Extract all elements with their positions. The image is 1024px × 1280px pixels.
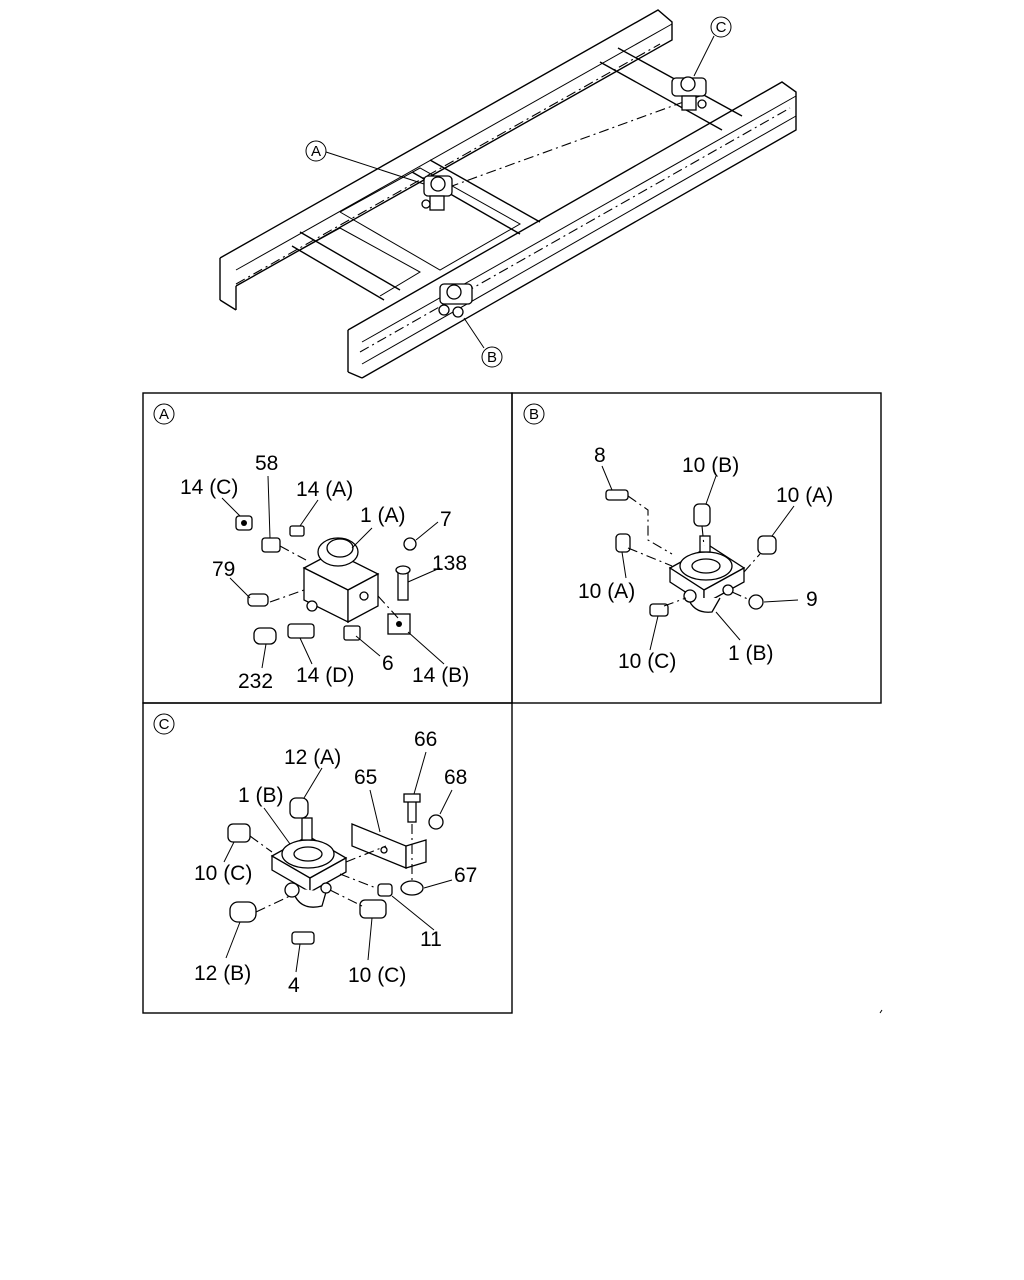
panel-c-header: C xyxy=(159,716,170,733)
panel-b-header: B xyxy=(529,406,539,423)
fittings-c xyxy=(227,793,444,945)
bracket-65 xyxy=(351,823,427,869)
label-6: 6 xyxy=(382,652,394,675)
label-67: 67 xyxy=(454,864,477,887)
label-66: 66 xyxy=(414,728,437,751)
callout-b: B xyxy=(463,317,503,368)
panel-borders xyxy=(142,392,883,1014)
label-10b-top: 10 (B) xyxy=(682,454,739,477)
label-12a: 12 (A) xyxy=(284,746,341,769)
callout-a: A xyxy=(305,140,425,185)
svg-text:B: B xyxy=(487,349,497,366)
label-68: 68 xyxy=(444,766,467,789)
label-10c: 10 (C) xyxy=(618,650,676,673)
leaders-c xyxy=(223,751,453,973)
label-14b: 14 (B) xyxy=(412,664,469,687)
panel-a: A xyxy=(153,403,469,693)
label-14c: 14 (C) xyxy=(180,476,238,499)
valve-a-on-frame xyxy=(421,175,453,211)
fittings-b xyxy=(605,489,777,617)
label-58: 58 xyxy=(255,452,278,475)
label-1a: 1 (A) xyxy=(360,504,406,527)
label-1b-c: 1 (B) xyxy=(238,784,284,807)
label-11: 11 xyxy=(420,928,442,951)
valve-b-on-frame xyxy=(438,283,473,318)
label-14d: 14 (D) xyxy=(296,664,354,687)
label-8: 8 xyxy=(594,444,606,467)
label-9: 9 xyxy=(806,588,818,611)
label-138: 138 xyxy=(432,552,467,575)
label-232: 232 xyxy=(238,670,273,693)
label-1b: 1 (B) xyxy=(728,642,774,665)
relay-valve-1a xyxy=(302,537,380,624)
svg-text:C: C xyxy=(716,19,727,36)
valve-c-on-frame xyxy=(671,76,707,111)
label-10c-left: 10 (C) xyxy=(194,862,252,885)
relay-valve-1b-c xyxy=(270,817,348,908)
leaders-a xyxy=(221,475,445,669)
label-12b: 12 (B) xyxy=(194,962,251,985)
label-10a-right: 10 (A) xyxy=(776,484,833,507)
leaders-b xyxy=(601,465,799,651)
label-79: 79 xyxy=(212,558,235,581)
label-7: 7 xyxy=(440,508,452,531)
svg-text:A: A xyxy=(311,143,321,160)
label-10c-right: 10 (C) xyxy=(348,964,406,987)
panel-c: C xyxy=(153,713,477,997)
label-14a: 14 (A) xyxy=(296,478,353,501)
chassis-frame-overview xyxy=(219,9,797,379)
callout-c: C xyxy=(693,16,732,77)
panel-a-header: A xyxy=(159,406,169,423)
relay-valve-1b xyxy=(668,535,746,613)
panel-b: B xyxy=(523,403,833,673)
label-65: 65 xyxy=(354,766,377,789)
label-10a-left: 10 (A) xyxy=(578,580,635,603)
label-4: 4 xyxy=(288,974,300,997)
fittings-a xyxy=(235,515,417,645)
